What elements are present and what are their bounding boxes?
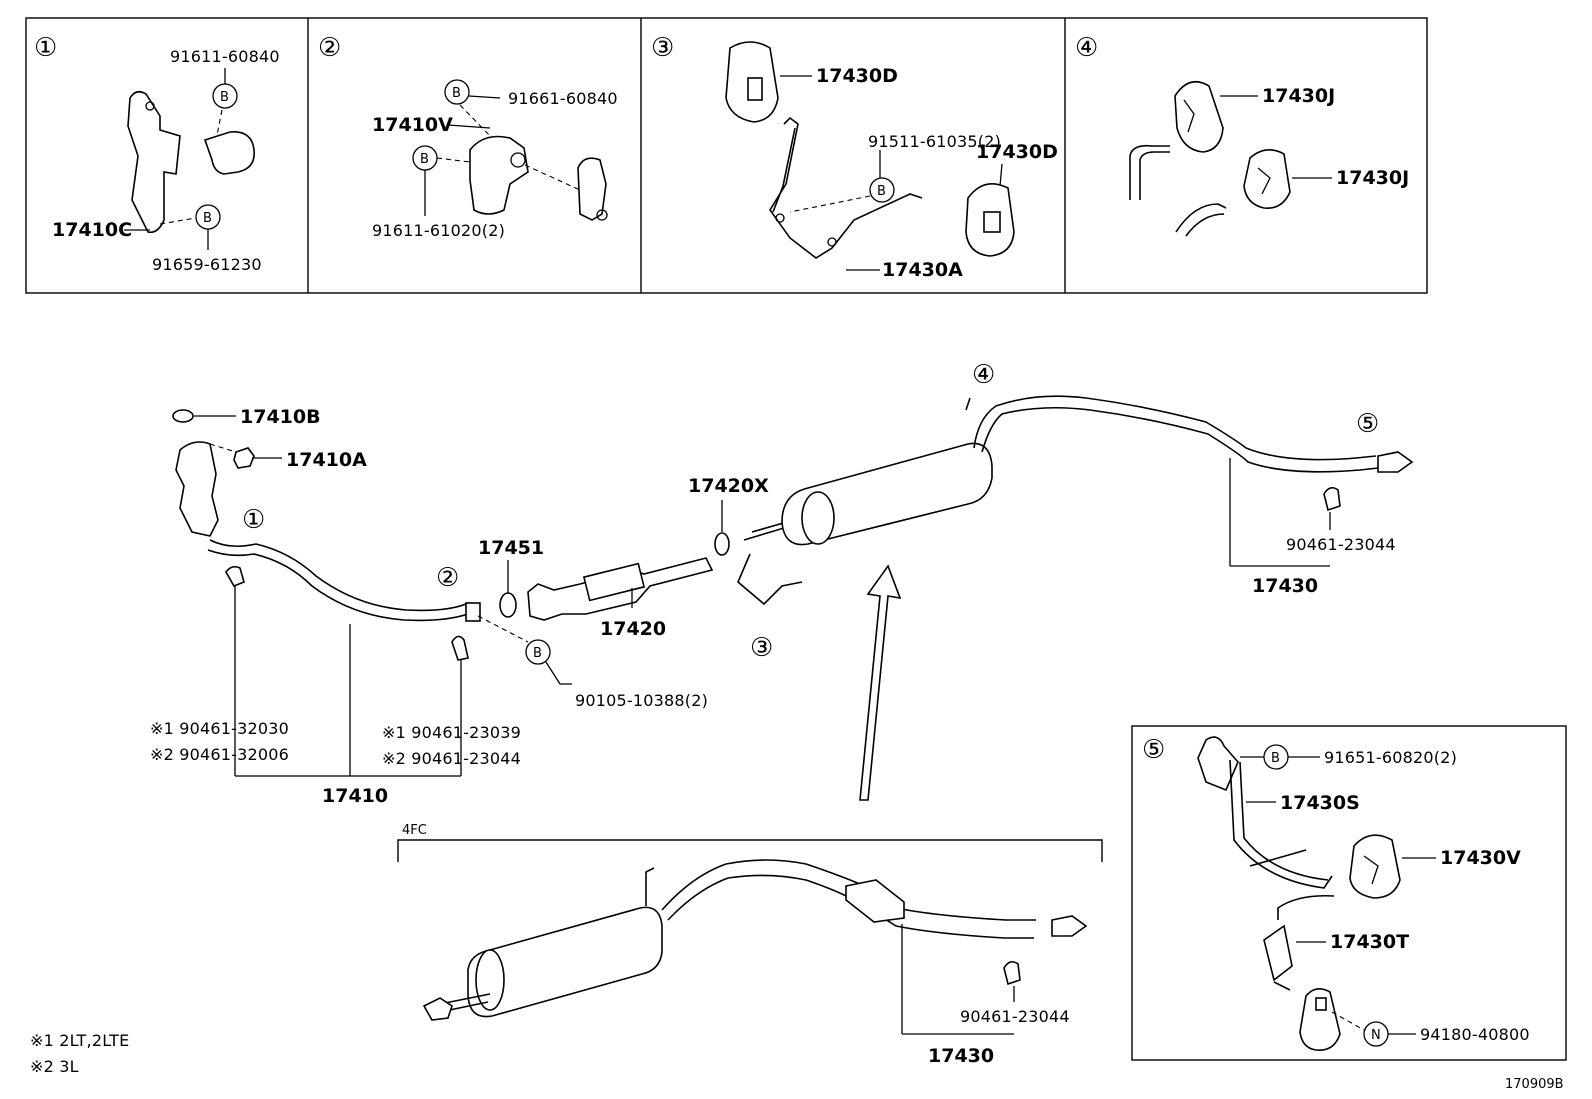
rubber-hanger-icon	[1299, 988, 1341, 1051]
bracket-17430a-icon	[769, 116, 923, 259]
rubber-mount-icon	[577, 157, 607, 221]
gasket-17410b-icon	[172, 409, 194, 423]
tail-tip-4fc-icon	[1051, 915, 1088, 937]
part-91651-60820: 91651-60820(2)	[1324, 748, 1457, 767]
mount-17430v-icon	[1349, 834, 1401, 899]
part-17410B: 17410B	[240, 406, 321, 428]
panel-2: ② B 91661-60840 17410V B 91611-61020(2)	[318, 33, 618, 240]
bracket-17430t-plate-icon	[1263, 924, 1293, 982]
part-17410A: 17410A	[286, 449, 367, 471]
clamp-icon	[203, 131, 255, 175]
panel-1-number: ①	[34, 33, 57, 63]
gasket-17451-icon	[499, 592, 517, 618]
ref-5: ⑤	[1356, 409, 1379, 439]
panel-3: ③ 17430D 91511-61035(2) B 17430D 17430A	[651, 33, 1058, 281]
panel-5-number: ⑤	[1142, 735, 1165, 765]
muffler-4fc-icon	[467, 906, 663, 1018]
part-17430-main: 17430	[1252, 575, 1318, 597]
mount-17430j-icon	[1174, 80, 1224, 153]
bolt-b-icon-main: B	[533, 646, 542, 661]
ref-2: ②	[436, 563, 459, 593]
part-17410: 17410	[322, 785, 388, 807]
part-91611-60840: 91611-60840	[170, 47, 280, 66]
footnote-label-2a: ※2 90461-32006	[150, 745, 289, 764]
panel-1: ① 91611-60840 B 17410C B 91659-61230	[34, 33, 280, 274]
part-17410C: 17410C	[52, 219, 132, 241]
part-91611-61020: 91611-61020(2)	[372, 221, 505, 240]
footnote-label-1a: ※1 90461-32030	[150, 719, 289, 738]
part-17430A: 17430A	[882, 259, 963, 281]
part-17420: 17420	[600, 618, 666, 640]
tail-tip-icon	[1377, 451, 1414, 473]
sub-4fc-title: 4FC	[402, 823, 427, 838]
bolt-b-icon-2: B	[203, 211, 212, 226]
nut-17410a-icon	[233, 447, 255, 469]
bracket-17430s-icon	[1197, 736, 1239, 792]
panel-3-number: ③	[651, 33, 674, 63]
gasket-17420x-icon	[714, 532, 730, 556]
footnote-label-1b: ※1 90461-23039	[382, 723, 521, 742]
bracket-17430t-icon	[1277, 894, 1335, 920]
ref-1: ①	[242, 505, 265, 535]
hanger-rod-icon	[1129, 144, 1170, 200]
nut-n-icon: N	[1371, 1028, 1381, 1043]
part-17451: 17451	[478, 537, 544, 559]
part-91659-61230: 91659-61230	[152, 255, 262, 274]
mount-17430j-icon-2	[1243, 149, 1291, 209]
part-91661-60840: 91661-60840	[508, 89, 618, 108]
part-17430V: 17430V	[1440, 847, 1521, 869]
bolt-b-icon-4: B	[420, 152, 429, 167]
bolt-b-icon: B	[220, 90, 229, 105]
bolt-b-icon-3: B	[452, 86, 461, 101]
part-91511-61035: 91511-61035(2)	[868, 132, 1001, 151]
part-17430J-1: 17430J	[1262, 85, 1335, 107]
part-90105-10388: 90105-10388(2)	[575, 691, 708, 710]
ref-4: ④	[972, 360, 995, 390]
footnote-label-2b: ※2 90461-23044	[382, 749, 521, 768]
note-2: ※2 3L	[30, 1057, 79, 1076]
diagram-id: 170909B	[1505, 1077, 1564, 1092]
notes: ※1 2LT,2LTE ※2 3L 170909B	[30, 1031, 1564, 1092]
part-17420X: 17420X	[688, 475, 769, 497]
resonator-4fc-icon	[845, 879, 905, 923]
part-17430T: 17430T	[1330, 931, 1409, 953]
panel-frames	[25, 17, 1428, 294]
part-17430J-2: 17430J	[1336, 167, 1409, 189]
arrow-icon	[859, 564, 902, 801]
part-17430D-1: 17430D	[816, 65, 898, 87]
sub-4fc: 4FC 90461-23044 17430	[397, 823, 1103, 1067]
bracket-3-icon	[737, 553, 803, 606]
panel-4-number: ④	[1075, 33, 1098, 63]
part-17430-4fc: 17430	[928, 1045, 994, 1067]
part-94180-40800: 94180-40800	[1420, 1025, 1530, 1044]
hanger-icon-3	[1323, 486, 1341, 512]
part-17430S: 17430S	[1280, 792, 1360, 814]
hanger-4fc-icon	[1003, 960, 1021, 986]
part-17410V: 17410V	[372, 114, 453, 136]
hanger-clamp-icon	[469, 135, 529, 215]
bracket-17410c-icon	[127, 90, 181, 234]
panel-5: ⑤ B 91651-60820(2) 17430S 17430V 17430T …	[1131, 725, 1567, 1061]
part-90461-23044-4fc: 90461-23044	[960, 1007, 1070, 1026]
part-17430D-2: 17430D	[976, 141, 1058, 163]
note-1: ※1 2LT,2LTE	[30, 1031, 129, 1050]
hanger-icon	[225, 565, 245, 588]
part-90461-23044-main: 90461-23044	[1286, 535, 1396, 554]
panel-4: ④ 17430J 17430J	[1075, 33, 1409, 237]
ref-3: ③	[750, 633, 773, 663]
bolt-b-icon-p5: B	[1271, 751, 1280, 766]
front-pipe-17410-icon	[175, 441, 219, 537]
flange-4fc-icon	[422, 997, 453, 1021]
hanger-icon-2	[451, 635, 469, 661]
panel-2-number: ②	[318, 33, 341, 63]
main-assembly: 17410B 17410A ① ② 17451 B 90105-10388(2)	[150, 360, 1414, 807]
bolt-b-icon-5: B	[877, 184, 886, 199]
